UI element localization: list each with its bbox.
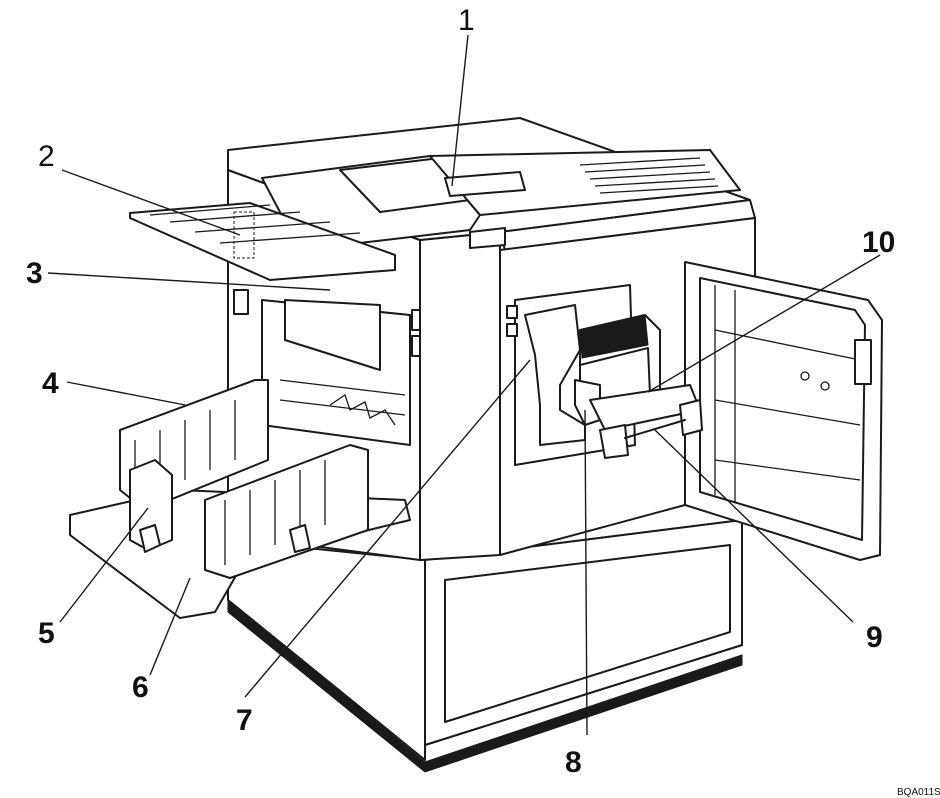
figure-code: BQA011S	[897, 787, 940, 798]
callout-3: 3	[26, 257, 43, 290]
callout-2: 2	[38, 140, 55, 173]
callout-4: 4	[42, 367, 59, 400]
callout-10: 10	[862, 226, 895, 259]
stand	[227, 519, 743, 761]
callout-8: 8	[565, 746, 582, 779]
callout-5: 5	[38, 617, 55, 650]
callout-labels: 1 2 3 4 5 6 7 8 9 10	[26, 4, 895, 779]
paper-delivery-tray	[129, 202, 396, 281]
callout-7: 7	[236, 704, 253, 737]
callout-1: 1	[458, 4, 475, 37]
floor-shadow	[227, 598, 743, 773]
leader-lines	[47, 34, 881, 736]
callout-6: 6	[132, 671, 149, 704]
drum-unit	[506, 284, 703, 466]
callout-9: 9	[866, 621, 883, 654]
front-door	[684, 261, 883, 561]
document-feeder	[261, 149, 741, 251]
